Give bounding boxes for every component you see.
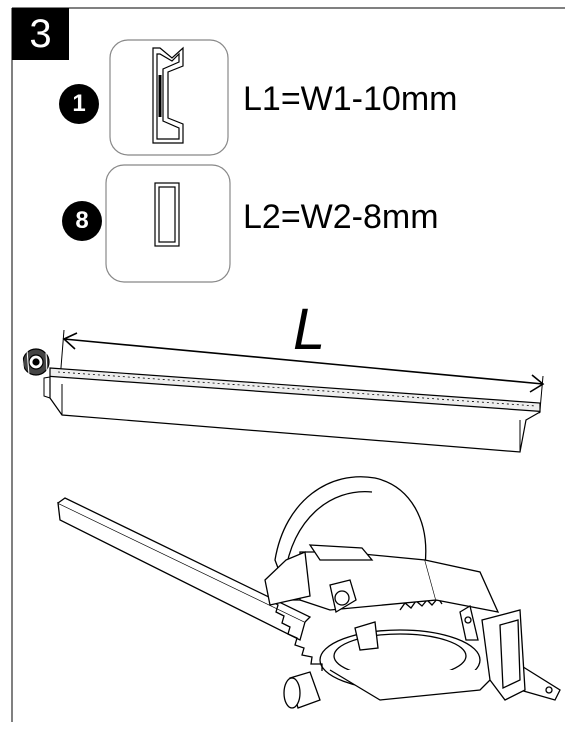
page-frame: [11, 7, 565, 722]
step-number-badge: 3: [12, 8, 69, 60]
rectangular-tube-profile-icon: [154, 182, 180, 247]
part-number-badge-2: 8: [62, 201, 102, 241]
miter-saw-icon: [57, 476, 561, 709]
profile-panel-1: [109, 39, 229, 156]
c-channel-profile-icon: [152, 46, 184, 144]
length-formula-2: L2=W2-8mm: [243, 198, 439, 236]
profile-rail: [43, 367, 541, 453]
length-formula-1: L1=W1-10mm: [243, 80, 458, 118]
cap-end-icon: [21, 348, 50, 376]
dimension-label: L: [293, 297, 326, 362]
profile-panel-2: [105, 164, 231, 283]
part-number-badge-1: 1: [59, 84, 99, 124]
